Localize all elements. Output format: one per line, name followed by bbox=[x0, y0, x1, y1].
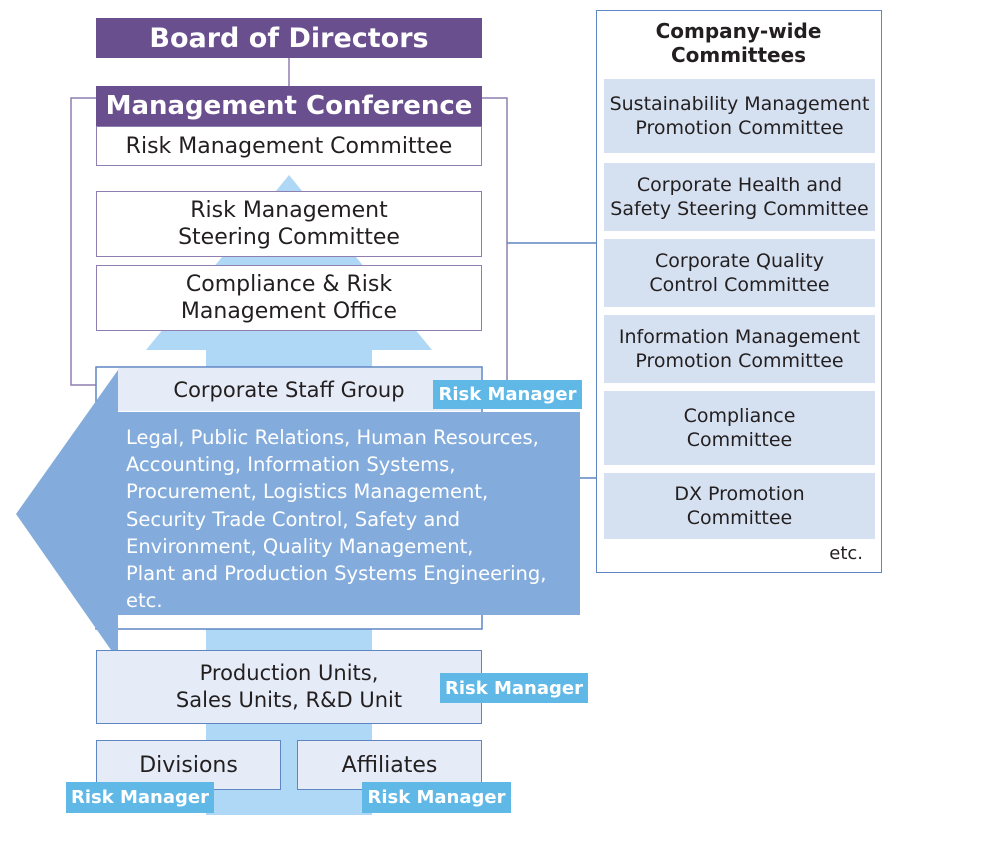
compliance-office-line1: Compliance & Risk bbox=[185, 272, 393, 297]
risk-management-committee: Risk Management Committee bbox=[96, 126, 482, 166]
risk-manager-tag-staff: Risk Manager bbox=[433, 380, 582, 409]
committee-compliance: Compliance Committee bbox=[604, 391, 875, 465]
risk-manager-label: Risk Manager bbox=[438, 384, 577, 405]
board-of-directors: Board of Directors bbox=[96, 18, 482, 58]
corporate-staff-group-label: Corporate Staff Group bbox=[173, 378, 405, 402]
risk-manager-label: Risk Manager bbox=[445, 677, 583, 699]
committee-line: Corporate Health and bbox=[636, 174, 843, 196]
company-wide-title-line1: Company-wide bbox=[655, 19, 822, 43]
compliance-risk-office: Compliance & Risk Management Office bbox=[96, 265, 482, 331]
function-line: Security Trade Control, Safety and bbox=[126, 507, 461, 531]
function-line: etc. bbox=[126, 589, 163, 613]
committee-line: Promotion Committee bbox=[635, 350, 844, 372]
committee-line: Compliance bbox=[683, 405, 796, 427]
board-label: Board of Directors bbox=[149, 22, 429, 54]
company-wide-title: Company-wide Committees bbox=[597, 19, 880, 67]
committee-line: Corporate Quality bbox=[655, 250, 824, 272]
management-conference: Management Conference bbox=[96, 86, 482, 126]
company-wide-title-line2: Committees bbox=[670, 43, 807, 67]
committee-sustainability: Sustainability Management Promotion Comm… bbox=[604, 79, 875, 153]
function-line: Procurement, Logistics Management, bbox=[126, 480, 489, 504]
risk-manager-tag-affiliates: Risk Manager bbox=[362, 782, 511, 813]
production-units: Production Units, Sales Units, R&D Unit bbox=[96, 650, 482, 724]
divisions-label: Divisions bbox=[139, 752, 238, 778]
production-units-line2: Sales Units, R&D Unit bbox=[175, 688, 403, 712]
committee-line: DX Promotion bbox=[674, 483, 805, 505]
function-line: Environment, Quality Management, bbox=[126, 534, 474, 558]
function-line: Accounting, Information Systems, bbox=[126, 453, 456, 477]
committee-health-safety: Corporate Health and Safety Steering Com… bbox=[604, 163, 875, 231]
committee-information-management: Information Management Promotion Committ… bbox=[604, 315, 875, 383]
affiliates-label: Affiliates bbox=[341, 752, 438, 778]
risk-manager-label: Risk Manager bbox=[367, 787, 506, 808]
risk-manager-label: Risk Manager bbox=[71, 787, 209, 808]
corporate-staff-group-title: Corporate Staff Group bbox=[118, 370, 460, 410]
risk-manager-tag-production: Risk Manager bbox=[440, 673, 588, 703]
company-wide-committees-panel: Company-wide Committees Sustainability M… bbox=[596, 10, 882, 573]
divisions: Divisions bbox=[96, 740, 281, 790]
committee-line: Committee bbox=[686, 429, 793, 451]
function-line: Plant and Production Systems Engineering… bbox=[126, 562, 547, 586]
steering-committee: Risk Management Steering Committee bbox=[96, 191, 482, 257]
risk-manager-tag-divisions: Risk Manager bbox=[66, 782, 214, 813]
etc-label: etc. bbox=[829, 543, 863, 564]
committee-dx-promotion: DX Promotion Committee bbox=[604, 473, 875, 539]
committee-line: Promotion Committee bbox=[635, 117, 844, 139]
corporate-staff-header-bg bbox=[118, 368, 481, 411]
left-arrow bbox=[16, 370, 580, 660]
management-conference-label: Management Conference bbox=[105, 91, 473, 121]
committee-line: Committee bbox=[686, 507, 793, 529]
steering-committee-line1: Risk Management bbox=[190, 198, 388, 223]
committee-line: Control Committee bbox=[649, 274, 830, 296]
committee-etc: etc. bbox=[829, 543, 863, 564]
steering-committee-line2: Steering Committee bbox=[178, 225, 400, 250]
committee-line: Sustainability Management bbox=[609, 93, 870, 115]
function-line: Legal, Public Relations, Human Resources… bbox=[126, 426, 539, 449]
production-units-line1: Production Units, bbox=[199, 661, 379, 685]
committee-line: Information Management bbox=[618, 326, 861, 348]
committee-line: Safety Steering Committee bbox=[610, 198, 869, 220]
committee-quality-control: Corporate Quality Control Committee bbox=[604, 239, 875, 307]
compliance-office-line2: Management Office bbox=[180, 299, 398, 324]
corporate-staff-functions: Legal, Public Relations, Human Resources… bbox=[126, 424, 586, 614]
risk-management-committee-label: Risk Management Committee bbox=[125, 133, 453, 159]
